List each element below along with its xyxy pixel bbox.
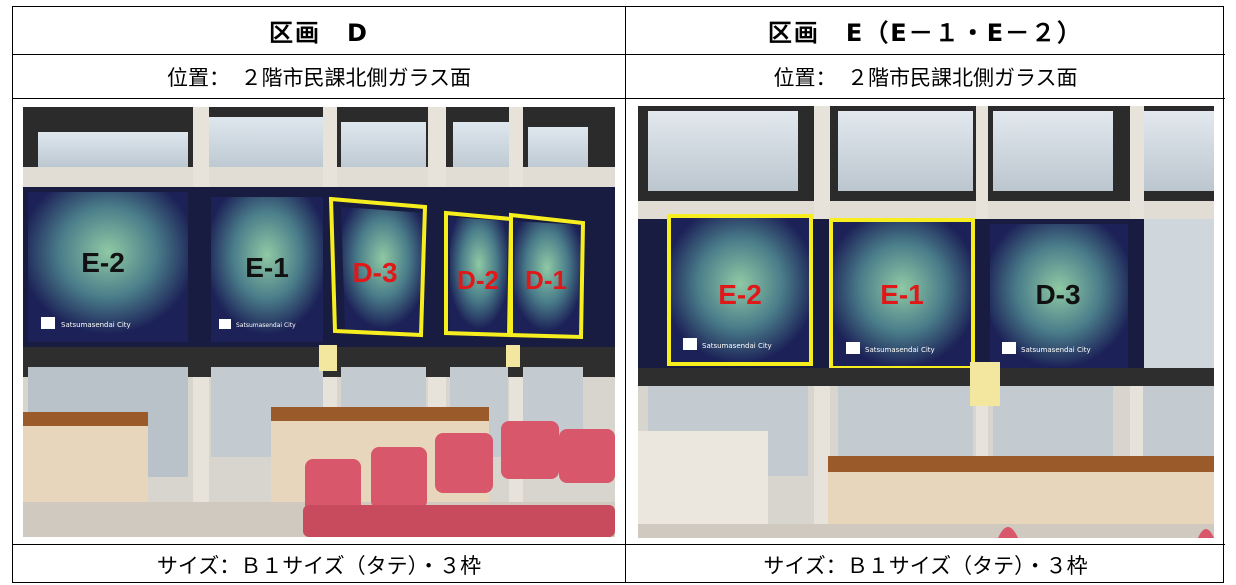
svg-text:E-1: E-1 (245, 252, 289, 283)
svg-text:E-1: E-1 (880, 279, 924, 310)
svg-text:D-3: D-3 (352, 257, 397, 288)
section-d-photo-illustration: E-2 Satsumasendai City E-1 Satsumasendai… (23, 106, 615, 537)
poster-d3: D-3 Satsumasendai City (989, 223, 1128, 368)
section-e-photo-illustration: E-2 Satsumasendai City E-1 Satsumasendai… (637, 105, 1214, 538)
section-d-header: 区画 D (269, 19, 369, 47)
svg-text:Satsumasendai City: Satsumasendai City (865, 346, 935, 354)
svg-text:D-2: D-2 (457, 265, 499, 295)
section-e-photo: E-2 Satsumasendai City E-1 Satsumasendai… (637, 105, 1214, 538)
section-d-photo: E-2 Satsumasendai City E-1 Satsumasendai… (23, 106, 615, 537)
section-e-photo-cell: E-2 Satsumasendai City E-1 Satsumasendai… (626, 98, 1225, 544)
section-e-size: サイズ：Ｂ１サイズ（タテ）・３枠 (626, 544, 1225, 584)
poster-d3: D-3 (328, 196, 428, 337)
section-d-column: 区画 D 位置： ２階市民課北側ガラス面 (13, 7, 625, 582)
section-e-location: 位置： ２階市民課北側ガラス面 (626, 54, 1225, 98)
svg-text:E-2: E-2 (81, 247, 125, 278)
svg-text:Satsumasendai City: Satsumasendai City (702, 342, 772, 350)
svg-text:Satsumasendai City: Satsumasendai City (1021, 346, 1091, 354)
section-d-photo-cell: E-2 Satsumasendai City E-1 Satsumasendai… (13, 98, 625, 544)
poster-d1: D-1 (509, 212, 586, 339)
poster-e1: E-1 Satsumasendai City (211, 196, 323, 342)
section-d-size: サイズ：Ｂ１サイズ（タテ）・３枠 (13, 544, 625, 584)
svg-text:Satsumasendai City: Satsumasendai City (236, 322, 296, 329)
waiting-chairs (303, 420, 615, 537)
poster-e2: E-2 Satsumasendai City (28, 191, 188, 342)
chair-top (997, 526, 1018, 538)
svg-text:D-1: D-1 (525, 265, 567, 295)
section-d-location: 位置： ２階市民課北側ガラス面 (13, 54, 625, 98)
poster-d2: D-2 (444, 210, 514, 337)
svg-text:Satsumasendai City: Satsumasendai City (61, 321, 131, 329)
poster-e1: E-1 Satsumasendai City (828, 217, 975, 370)
section-e-header: 区画 E（E－１・E－２） (767, 19, 1084, 47)
svg-text:D-3: D-3 (1035, 279, 1080, 310)
poster-e2: E-2 Satsumasendai City (666, 213, 813, 366)
section-e-column: 区画 E（E－１・E－２） 位置： ２階市民課北側ガラス面 (625, 7, 1225, 582)
svg-text:E-2: E-2 (718, 279, 762, 310)
info-table: 区画 D 位置： ２階市民課北側ガラス面 (12, 6, 1225, 583)
